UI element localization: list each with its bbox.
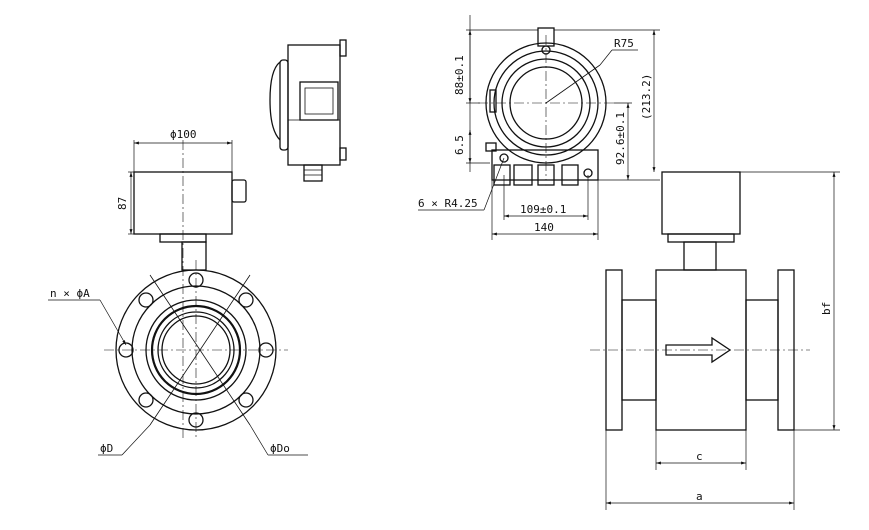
- sensor-body-side-view: [590, 171, 810, 431]
- dimension-lines: [48, 15, 840, 510]
- label-r75: R75: [614, 37, 634, 50]
- label-109: 109±0.1: [520, 203, 566, 216]
- label-holes: 6 × R4.25: [418, 197, 478, 210]
- label-92-6: 92.6±0.1: [614, 112, 627, 165]
- label-a: a: [696, 490, 703, 503]
- label-phi-do: ϕDo: [270, 442, 290, 455]
- transmitter-front-view: [478, 27, 614, 186]
- sensor-cap-left: [133, 140, 247, 440]
- label-dia-100: ϕ100: [170, 128, 197, 141]
- label-6-5: 6.5: [453, 135, 466, 155]
- label-bf: bf: [820, 302, 833, 315]
- label-phi-d: ϕD: [100, 442, 113, 455]
- label-213-2: (213.2): [640, 74, 653, 120]
- flange-front-view: [104, 260, 288, 440]
- label-n-phi-a: n × ϕA: [50, 287, 90, 300]
- label-height-87: 87: [116, 197, 129, 210]
- label-c: c: [696, 450, 703, 463]
- bolt-holes: [118, 272, 274, 428]
- transmitter-side-view: [269, 39, 347, 182]
- label-140: 140: [534, 221, 554, 234]
- label-88: 88±0.1: [453, 55, 466, 95]
